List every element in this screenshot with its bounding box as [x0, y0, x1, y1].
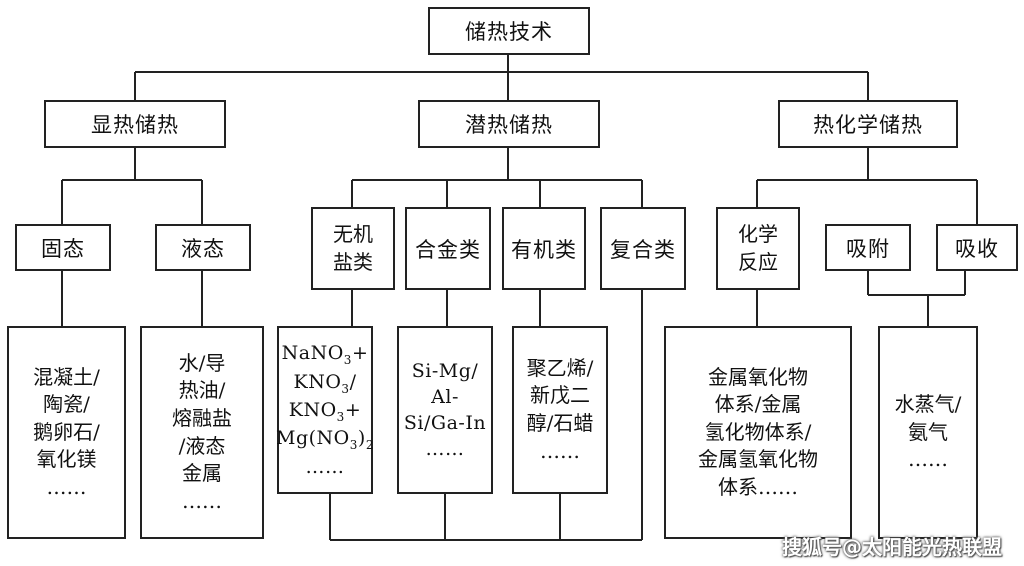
liquid-example-item: 水/导	[178, 350, 226, 375]
alloy-examples-box: Si-Mg/ Al- Si/Ga-In ……	[397, 326, 493, 494]
organic-node: 有机类	[502, 207, 586, 290]
inorganic-example-item: KNO3+	[288, 398, 362, 424]
liquid-label: 液态	[181, 236, 225, 261]
chemical-reaction-examples-box: 金属氧化物 体系/金属 氢化物体系/ 金属氢氧化物 体系……	[664, 326, 852, 539]
liquid-example-item: ……	[182, 488, 222, 513]
liquid-examples-box: 水/导 热油/ 熔融盐 /液态 金属 ……	[140, 326, 264, 539]
solid-examples-box: 混凝土/ 陶瓷/ 鹅卵石/ 氧化镁 ……	[7, 326, 126, 539]
organic-example-item: 聚乙烯/	[526, 355, 594, 380]
chemical-reaction-example-item: 体系……	[718, 474, 798, 499]
solid-label: 固态	[41, 236, 85, 261]
solid-example-item: 混凝土/	[33, 364, 100, 389]
absorption-node: 吸收	[936, 224, 1018, 271]
absorption-label: 吸收	[955, 236, 999, 261]
alloy-example-item: Al-	[431, 385, 459, 408]
inorganic-examples-box: NaNO3+ KNO3/ KNO3+ Mg(NO3)2 ……	[276, 326, 374, 494]
chemical-reaction-line1: 化学	[738, 221, 778, 246]
latent-heat-node: 潜热储热	[418, 100, 600, 148]
latent-heat-label: 潜热储热	[465, 113, 553, 137]
sorption-example-item: 水蒸气/	[894, 392, 962, 417]
composite-label: 复合类	[610, 237, 676, 262]
organic-example-item: ……	[540, 438, 580, 463]
inorganic-label-line2: 盐类	[333, 249, 373, 274]
sorption-example-item: 氨气	[908, 419, 948, 444]
root-node: 储热技术	[428, 7, 590, 55]
inorganic-salt-node: 无机 盐类	[311, 207, 395, 290]
organic-examples-box: 聚乙烯/ 新戊二 醇/石蜡 ……	[512, 326, 608, 494]
sorption-example-item: ……	[908, 447, 948, 472]
liquid-example-item: 热油/	[178, 378, 226, 403]
sorption-examples-box: 水蒸气/ 氨气 ……	[878, 326, 978, 539]
solid-example-item: ……	[46, 474, 87, 499]
inorganic-label-line1: 无机	[333, 221, 373, 246]
alloy-example-item: Si/Ga-In	[403, 412, 487, 434]
chemical-reaction-example-item: 金属氢氧化物	[698, 447, 818, 472]
thermochemical-node: 热化学储热	[778, 100, 958, 148]
adsorption-node: 吸附	[825, 224, 911, 271]
adsorption-label: 吸附	[846, 236, 890, 261]
chemical-reaction-example-item: 金属氧化物	[708, 364, 808, 389]
alloy-label: 合金类	[415, 237, 481, 262]
alloy-example-item: ……	[425, 438, 465, 461]
watermark-text: 搜狐号@太阳能光热联盟	[782, 535, 1002, 559]
thermochemical-label: 热化学储热	[813, 113, 923, 137]
inorganic-example-item: KNO3/	[293, 370, 357, 396]
chemical-reaction-node: 化学 反应	[716, 207, 800, 290]
solid-node: 固态	[15, 224, 111, 271]
composite-node: 复合类	[600, 207, 686, 290]
liquid-example-item: /液态	[178, 433, 226, 458]
inorganic-example-item: ……	[305, 455, 345, 478]
chemical-reaction-line2: 反应	[738, 249, 778, 274]
chemical-reaction-example-item: 氢化物体系/	[704, 419, 812, 444]
sensible-heat-node: 显热储热	[44, 100, 226, 148]
liquid-example-item: 金属	[182, 461, 222, 486]
organic-example-item: 醇/石蜡	[526, 411, 594, 435]
solid-example-item: 陶瓷/	[43, 392, 90, 417]
solid-example-item: 鹅卵石/	[33, 419, 100, 444]
inorganic-example-item: NaNO3+	[281, 342, 369, 367]
root-label: 储热技术	[465, 20, 553, 44]
organic-example-item: 新戊二	[530, 383, 590, 408]
solid-example-item: 氧化镁	[36, 447, 97, 472]
alloy-node: 合金类	[405, 207, 491, 290]
organic-label: 有机类	[511, 237, 577, 262]
alloy-example-item: Si-Mg/	[411, 359, 479, 382]
liquid-node: 液态	[155, 224, 251, 271]
liquid-example-item: 熔融盐	[172, 405, 232, 430]
chemical-reaction-example-item: 体系/金属	[714, 392, 802, 417]
sensible-heat-label: 显热储热	[91, 113, 179, 137]
inorganic-example-item: Mg(NO3)2	[276, 427, 374, 453]
